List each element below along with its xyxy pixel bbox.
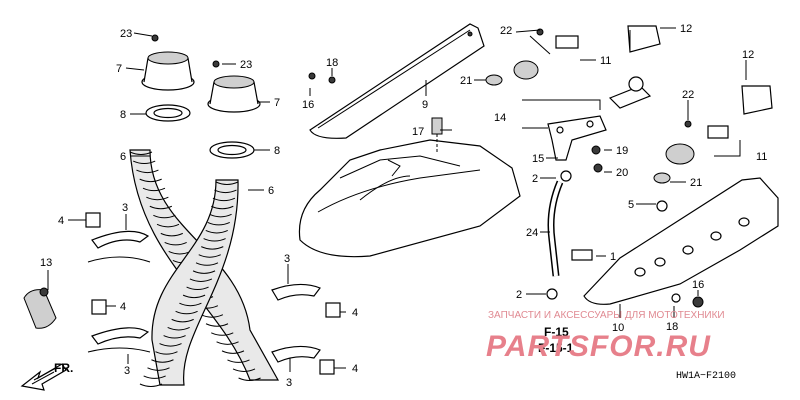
- callout-9: 9: [422, 99, 428, 111]
- callout-2a: 2: [532, 173, 538, 185]
- check-valve-upper: [513, 28, 579, 80]
- hose-clamp-1: [87, 230, 151, 263]
- seal-ring-left: [145, 104, 191, 122]
- washer-21a: [485, 74, 503, 86]
- callout-3a: 3: [122, 202, 128, 214]
- callout-24: 24: [526, 227, 538, 239]
- bolt-20: [593, 163, 603, 173]
- bolt-18a: [328, 76, 336, 84]
- grommet-1: [85, 212, 101, 228]
- callout-3d: 3: [286, 377, 292, 389]
- duct-hose-right: [139, 179, 239, 387]
- ref-f15-1: F-15-1: [538, 341, 574, 355]
- callout-1: 1: [610, 251, 616, 263]
- callout-16a: 16: [302, 99, 314, 111]
- callout-22a: 22: [500, 25, 512, 37]
- hose-clamp-3: [271, 283, 321, 301]
- callout-14: 14: [494, 112, 506, 124]
- diagram-code: HW1A−F2100: [676, 371, 736, 382]
- clip-2b: [546, 288, 558, 300]
- side-panel-10: [583, 177, 779, 305]
- watermark-logo: PARTSFOR.RU: [486, 330, 711, 363]
- check-valve-lower: [665, 120, 729, 165]
- fitting-14: [608, 76, 652, 109]
- cap-part-13: [23, 287, 57, 329]
- grommet-3: [325, 302, 341, 318]
- callout-8a: 8: [120, 109, 126, 121]
- callout-23a: 23: [120, 28, 132, 40]
- callout-4d: 4: [352, 363, 358, 375]
- callout-17: 17: [412, 126, 424, 138]
- callout-11b: 11: [756, 151, 767, 163]
- callout-7b: 7: [274, 97, 280, 109]
- connector-1: [571, 249, 593, 261]
- clamp-12-upper: [627, 25, 661, 53]
- callout-16b: 16: [692, 279, 704, 291]
- seal-ring-right: [209, 141, 255, 159]
- callout-19: 19: [616, 145, 628, 157]
- callout-21a: 21: [460, 75, 472, 87]
- callout-20: 20: [616, 167, 628, 179]
- screw-17: [431, 117, 443, 152]
- callout-6a: 6: [120, 151, 126, 163]
- washer-21b: [653, 172, 671, 184]
- callout-23b: 23: [240, 59, 252, 71]
- callout-4b: 4: [120, 301, 126, 313]
- vent-cover-right: [207, 60, 261, 113]
- nut-5: [656, 200, 668, 212]
- vent-cover-left: [141, 34, 195, 91]
- callout-4c: 4: [352, 307, 358, 319]
- watermark-tagline: ЗАПЧАСТИ И АКСЕССУАРЫ ДЛЯ МОТОТЕХНИКИ: [488, 310, 725, 321]
- washer-18b: [671, 293, 681, 303]
- callout-4a: 4: [58, 215, 64, 227]
- watercraft-outline: [298, 139, 521, 258]
- ref-f15: F-15: [544, 325, 569, 339]
- callout-10: 10: [612, 322, 624, 334]
- grommet-4: [319, 359, 335, 375]
- callout-8b: 8: [274, 145, 280, 157]
- leader-lines: [47, 27, 747, 372]
- clamp-12-lower: [741, 85, 773, 115]
- seal-strip: [309, 23, 485, 139]
- callout-3b: 3: [124, 365, 130, 377]
- bolt-16b: [692, 296, 704, 308]
- tube-24: [547, 180, 564, 277]
- callout-7a: 7: [116, 63, 122, 75]
- callout-12a: 12: [680, 23, 692, 35]
- bolt-19: [591, 145, 601, 155]
- hose-clamp-4: [271, 345, 321, 363]
- front-label: FR.: [54, 361, 73, 375]
- front-arrow-icon: [20, 363, 67, 391]
- callout-21b: 21: [690, 177, 702, 189]
- callout-2b: 2: [516, 289, 522, 301]
- callout-18b: 18: [666, 321, 678, 333]
- callout-11a: 11: [600, 55, 611, 67]
- callout-15: 15: [532, 153, 544, 165]
- callout-18a: 18: [326, 57, 338, 69]
- callout-12b: 12: [742, 49, 754, 61]
- callout-22b: 22: [682, 89, 694, 101]
- clip-2a: [560, 170, 572, 182]
- bolt-16a: [308, 72, 316, 80]
- hose-clamp-2: [87, 327, 151, 353]
- bracket-15: [547, 115, 607, 161]
- grommet-2: [91, 299, 107, 315]
- callout-3c: 3: [284, 253, 290, 265]
- callout-6b: 6: [268, 185, 274, 197]
- callout-5: 5: [628, 199, 634, 211]
- callout-13: 13: [40, 257, 52, 269]
